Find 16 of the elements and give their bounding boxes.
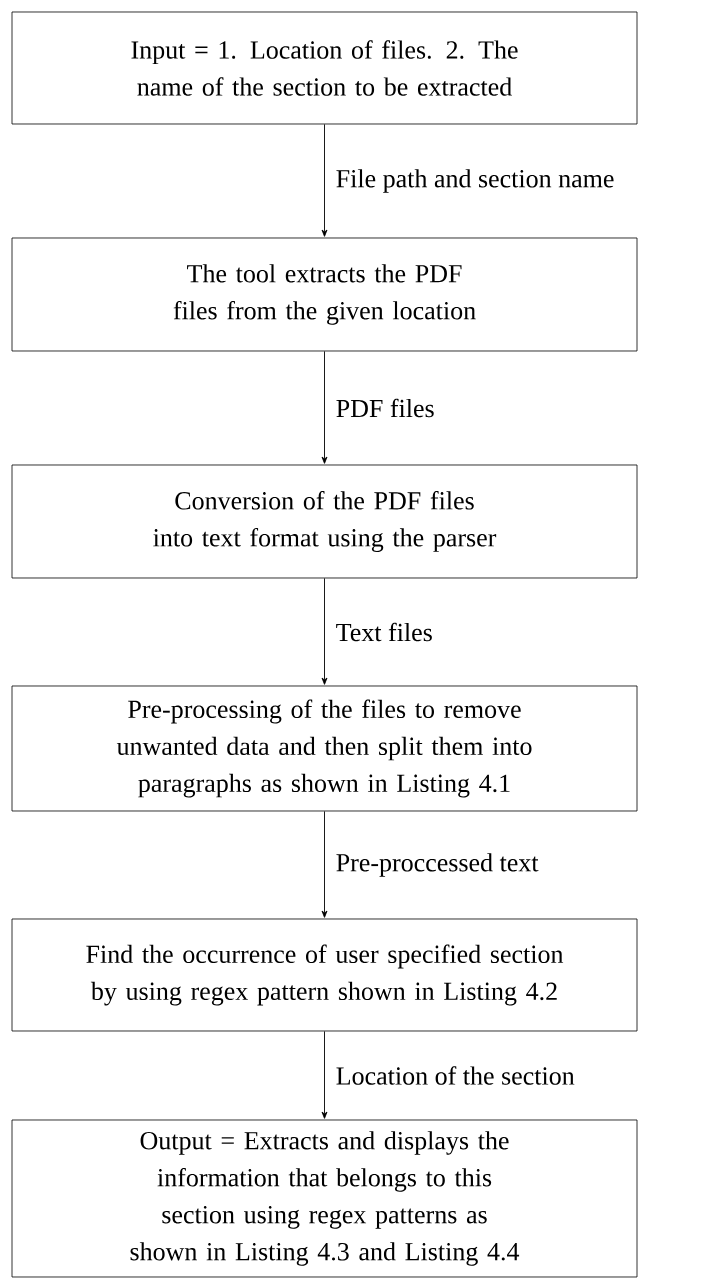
edge-label: Text files — [336, 622, 432, 642]
process-box: Input = 1. Location of files. 2. The name of the section to be extracted — [11, 11, 638, 125]
arrow — [321, 123, 328, 237]
arrow — [321, 577, 328, 685]
edge-label: Pre-proccessed text — [336, 853, 539, 877]
arrow — [321, 350, 328, 464]
process-box: Conversion of the PDF files into text format using the parser — [11, 464, 638, 579]
process-box: The tool extracts the PDF files from the given location — [11, 237, 638, 352]
process-box: Find the occurrence of user specified section by using regex pattern shown in Listing 4.2 — [11, 918, 638, 1032]
process-box: Pre-processing of the files to remove unwanted data and then split them into paragraphs as shown in Listing 4.1 — [11, 685, 638, 812]
edge-label: PDF files — [336, 398, 434, 418]
edge-label: File path and section name — [336, 169, 614, 193]
arrow — [321, 810, 328, 918]
arrow — [321, 1030, 328, 1119]
process-box: Output = Extracts and displays the information that belongs to this section using regex patterns as shown in Listing 4.3 and Listing 4.4 — [11, 1119, 638, 1278]
edge-label: Location of the section — [336, 1066, 575, 1085]
